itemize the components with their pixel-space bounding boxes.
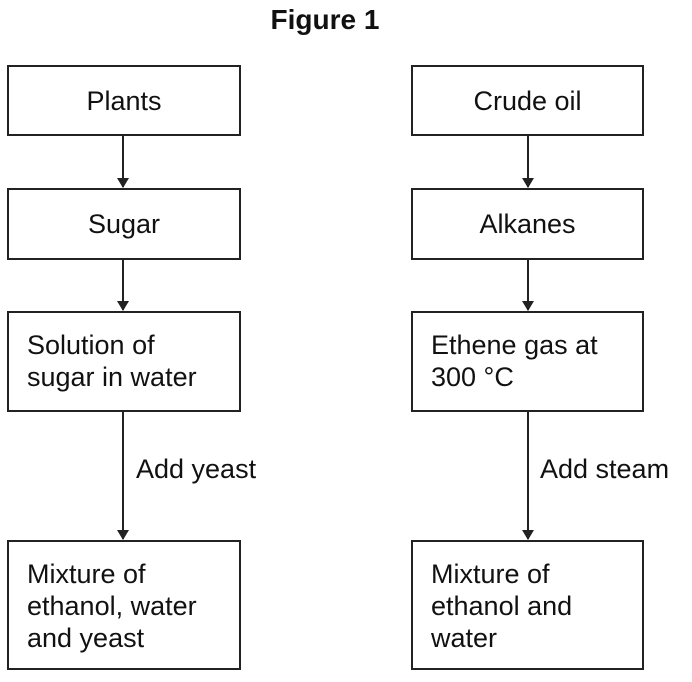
plants-to-sugar-arrow [117,136,129,188]
ethene-gas-box: Ethene gas at 300 °C [411,311,644,412]
sugar-solution-line-1: Solution of [27,330,155,360]
ethene-gas-line-1: Ethene gas at [431,330,598,360]
alkanes-to-ethene-arrow [522,260,534,311]
plants-label: Plants [86,85,162,116]
ethene-to-mixture-arrow [522,412,534,540]
solution-to-mixture-arrow [117,412,129,540]
sugar-box: Sugar [7,188,241,260]
ethanol-water-line-1: Mixture of [431,559,550,589]
yeast-mixture-line-1: Mixture of [27,559,146,589]
ethanol-water-line-2: ethanol and [431,591,573,621]
yeast-mixture-line-2: ethanol, water [27,591,197,621]
crude-oil-box: Crude oil [411,65,644,136]
sugar-solution-line-2: sugar in water [27,362,197,392]
yeast-mixture-box: Mixture of ethanol, water and yeast [7,540,241,670]
sugar-to-solution-arrow [117,260,129,311]
add-steam-label: Add steam [540,454,670,484]
alkanes-label: Alkanes [479,209,576,239]
yeast-mixture-line-3: and yeast [27,623,145,653]
alkanes-box: Alkanes [411,188,644,260]
sugar-label: Sugar [87,209,161,239]
sugar-solution-box: Solution of sugar in water [7,311,241,412]
crude-oil-to-alkanes-arrow [522,136,534,188]
ethanol-water-mixture-box: Mixture of ethanol and water [411,540,644,670]
figure-title: Figure 1 [270,4,380,35]
ethene-gas-line-2: 300 °C [431,362,514,392]
add-yeast-label: Add yeast [136,454,257,484]
crude-oil-label: Crude oil [473,85,582,116]
ethanol-water-line-3: water [431,623,498,653]
plants-box: Plants [7,65,241,136]
